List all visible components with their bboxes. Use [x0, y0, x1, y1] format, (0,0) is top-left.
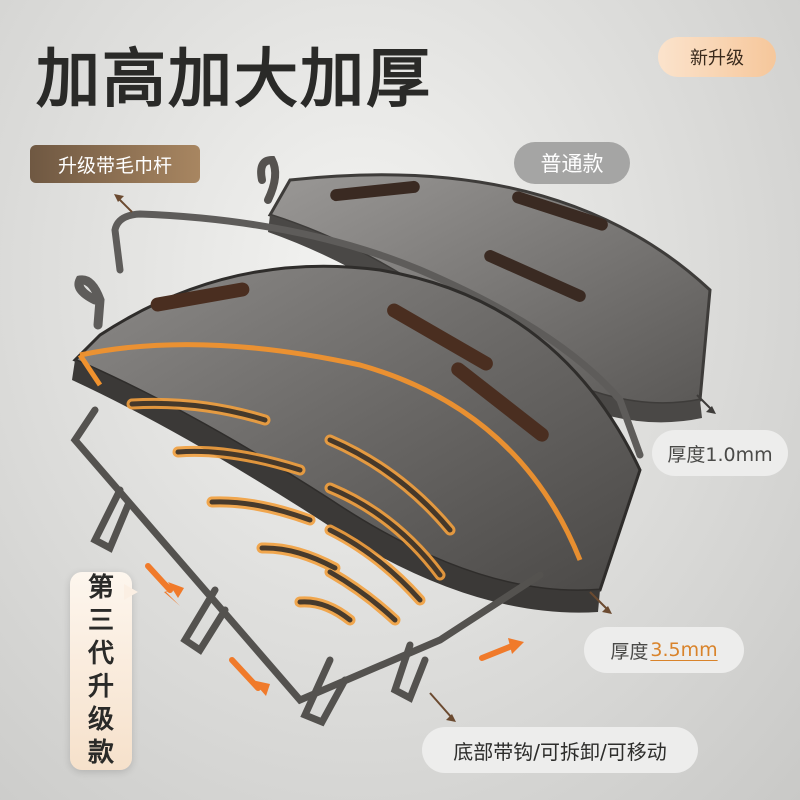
generation-char: 代: [87, 639, 114, 669]
new-upgrade-badge: 新升级: [658, 37, 776, 77]
hook-icon: [390, 641, 429, 703]
arrow-icon: [145, 563, 524, 696]
hook-icon: [300, 656, 349, 727]
bottom-features-badge: 底部带钩/可拆卸/可移动: [422, 727, 698, 773]
generation-char: 第: [87, 573, 114, 603]
headline: 加高加大加厚: [36, 43, 432, 117]
generation-char: 升: [87, 672, 114, 702]
bottom-frame: [70, 406, 544, 727]
thickness-upgrade-label: 厚度: [610, 640, 649, 663]
normal-shelf: [257, 155, 712, 423]
generation-char: 款: [87, 738, 114, 768]
hook-icon: [74, 275, 105, 330]
towel-bar: [111, 210, 644, 459]
upgraded-shelf: [72, 264, 642, 626]
arrow-icon: [114, 194, 716, 722]
generation-char: 三: [87, 606, 114, 636]
hook-icon: [90, 486, 132, 553]
thickness-upgrade-value: 3.5mm: [650, 639, 718, 661]
hook-icon: [257, 155, 280, 204]
generation-char: 级: [87, 705, 114, 735]
thickness-normal-badge: 厚度1.0mm: [652, 430, 788, 476]
normal-model-badge: 普通款: [514, 142, 630, 184]
towel-bar-badge: 升级带毛巾杆: [30, 145, 200, 183]
hook-icon: [180, 586, 229, 655]
generation-badge: 第 三 代 升 级 款: [70, 572, 138, 770]
